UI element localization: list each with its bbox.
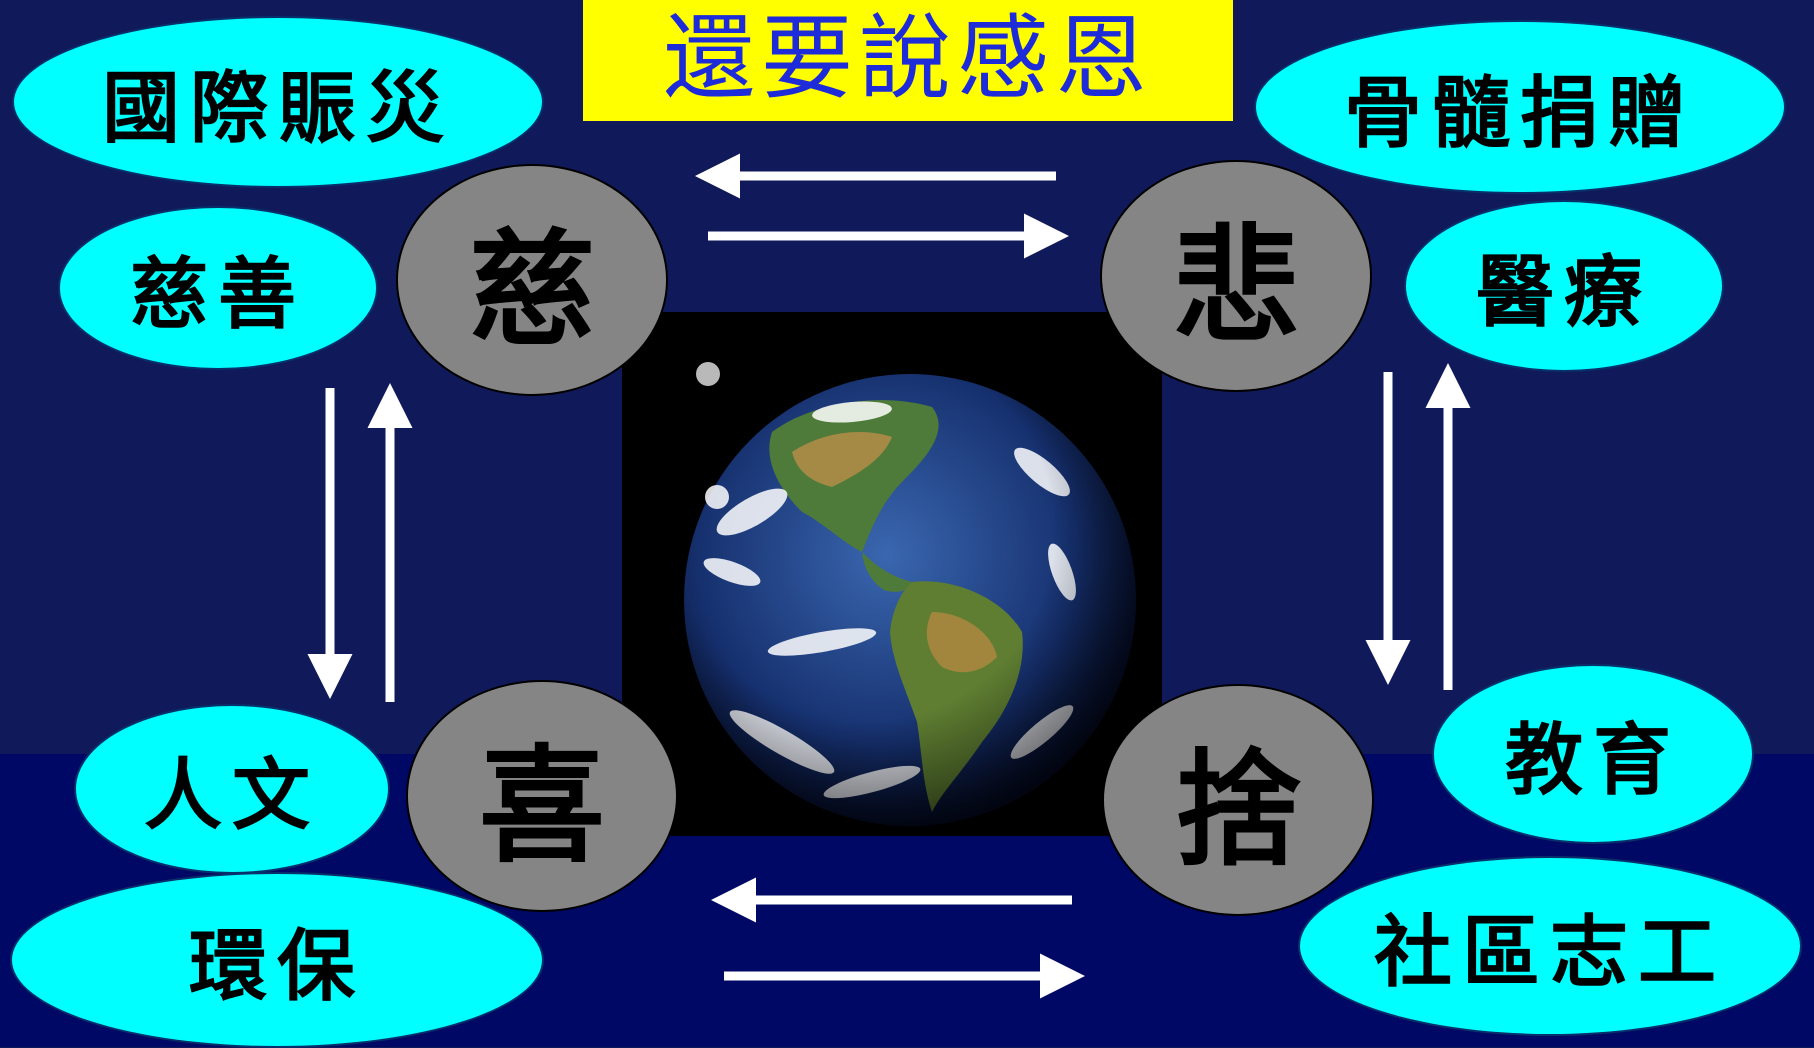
oval-label: 環保 xyxy=(188,921,365,1012)
oval-label: 醫療 xyxy=(1475,247,1652,338)
circle-compassion: 慈 xyxy=(396,164,668,396)
title-banner: 還要說感恩 xyxy=(583,0,1233,121)
circle-giving: 捨 xyxy=(1102,684,1374,916)
circle-label: 慈 xyxy=(469,216,595,364)
oval-community-volunteer: 社區志工 xyxy=(1298,856,1802,1036)
oval-education: 教育 xyxy=(1432,664,1754,844)
oval-charity: 慈善 xyxy=(58,206,378,370)
oval-label: 教育 xyxy=(1504,715,1681,806)
moon-icon xyxy=(696,362,720,386)
oval-label: 骨髓捐贈 xyxy=(1343,68,1696,159)
oval-label: 社區志工 xyxy=(1373,907,1726,998)
title-text: 還要說感恩 xyxy=(662,5,1153,112)
circle-joy: 喜 xyxy=(406,680,678,912)
oval-humanities: 人文 xyxy=(74,704,390,874)
oval-international-relief: 國際賑災 xyxy=(12,16,544,188)
earth-graphic xyxy=(684,362,1136,826)
oval-label: 國際賑災 xyxy=(101,63,454,154)
oval-environmental-protection: 環保 xyxy=(10,872,544,1048)
oval-medical: 醫療 xyxy=(1404,200,1724,372)
circle-label: 喜 xyxy=(479,732,605,880)
circle-label: 捨 xyxy=(1175,736,1301,884)
oval-label: 慈善 xyxy=(129,249,306,340)
earth-image xyxy=(622,312,1162,836)
circle-label: 悲 xyxy=(1173,212,1299,360)
oval-label: 人文 xyxy=(143,750,320,841)
oval-bone-marrow-donation: 骨髓捐贈 xyxy=(1254,20,1786,194)
circle-mercy: 悲 xyxy=(1100,160,1372,392)
